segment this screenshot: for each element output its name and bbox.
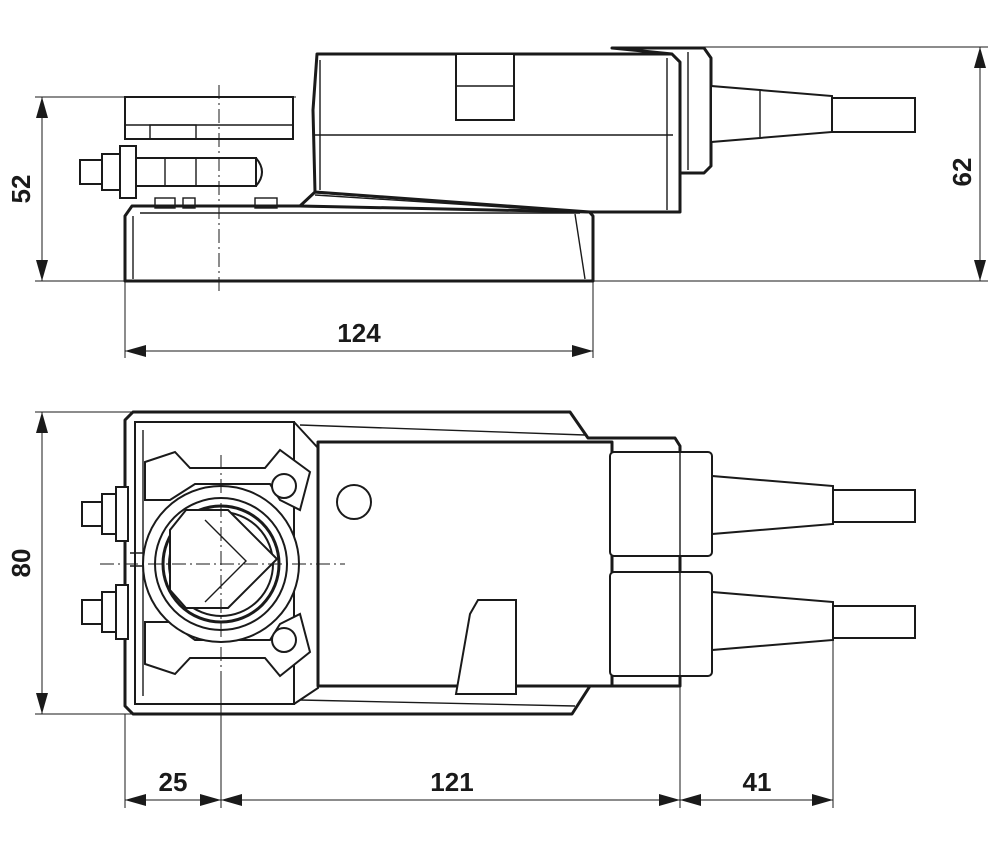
side-view bbox=[79, 46, 916, 295]
top-view bbox=[81, 410, 916, 716]
side-cable-gland bbox=[710, 84, 833, 144]
top-housing-cover bbox=[316, 440, 614, 688]
top-connector-upper bbox=[609, 451, 713, 557]
dimension-lines bbox=[35, 46, 988, 808]
dimension-labels: 52 62 124 80 25 121 41 bbox=[6, 158, 977, 797]
top-clamp-bracket-upper bbox=[144, 448, 312, 512]
top-bracket-hole-upper bbox=[271, 473, 297, 499]
dim-label-side-length: 124 bbox=[337, 318, 381, 348]
side-top-knob bbox=[455, 53, 515, 121]
dim-label-side-height-left: 52 bbox=[6, 175, 36, 204]
side-cable bbox=[831, 97, 916, 133]
top-bolt-lower bbox=[81, 584, 129, 640]
top-cable-lower bbox=[832, 605, 916, 639]
top-shaft-insert bbox=[169, 509, 279, 609]
top-clamp-bracket-lower bbox=[144, 612, 312, 678]
top-bracket-hole-lower bbox=[271, 627, 297, 653]
dim-label-top-offset: 25 bbox=[159, 767, 188, 797]
top-cable-gland-upper bbox=[711, 474, 834, 536]
top-bolt-upper bbox=[81, 486, 129, 542]
top-connector-lower bbox=[609, 571, 713, 677]
dim-label-top-length: 121 bbox=[430, 767, 473, 797]
dim-label-top-height: 80 bbox=[6, 549, 36, 578]
dim-label-cable-length: 41 bbox=[743, 767, 772, 797]
dim-label-side-height-right: 62 bbox=[947, 158, 977, 187]
side-base-plate bbox=[123, 204, 595, 283]
top-indicator-hole bbox=[336, 484, 372, 520]
top-cable-upper bbox=[832, 489, 916, 523]
side-clamp-bolt bbox=[79, 159, 103, 185]
top-cable-gland-lower bbox=[711, 590, 834, 652]
side-connector-block bbox=[610, 46, 713, 175]
top-release-button bbox=[454, 599, 517, 695]
